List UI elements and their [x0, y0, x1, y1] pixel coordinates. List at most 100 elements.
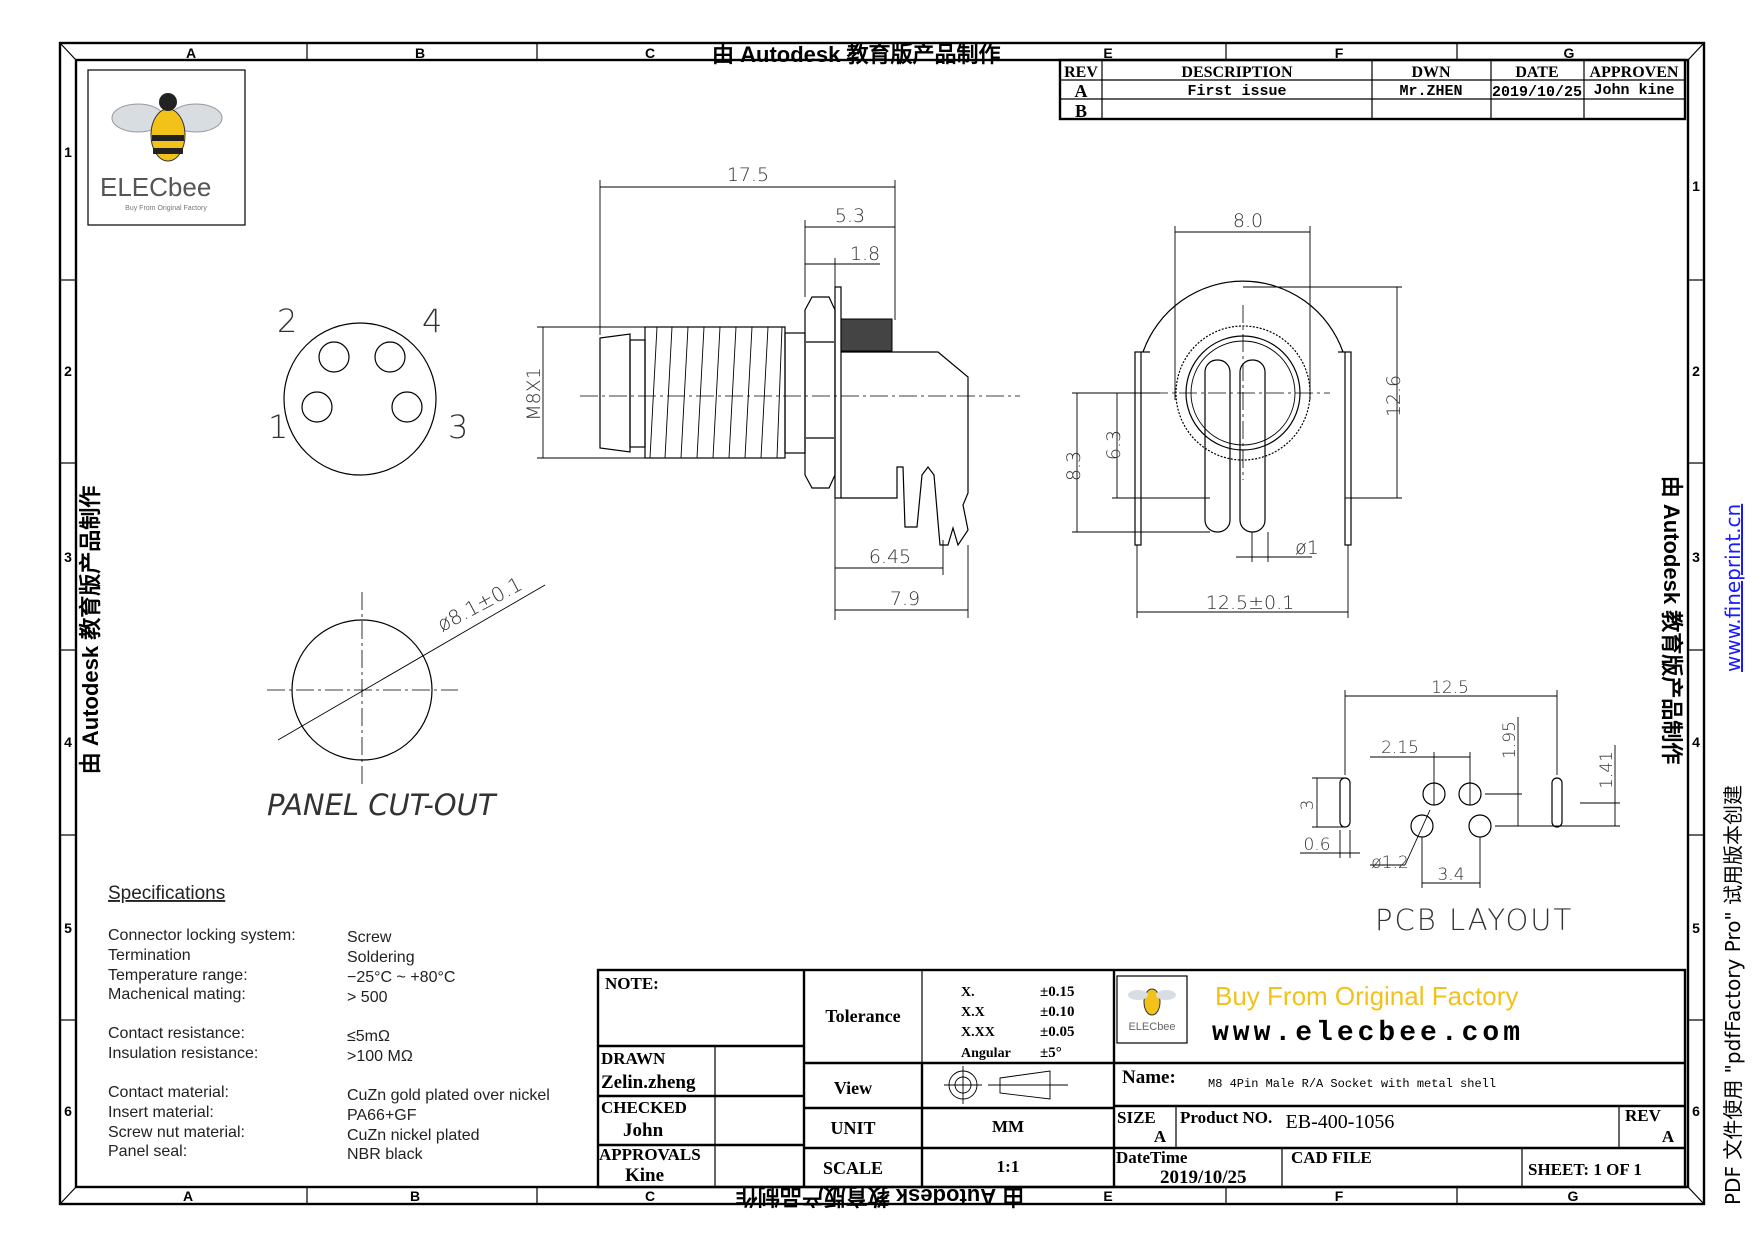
drawing-label: 5.3 — [835, 205, 865, 227]
drawing-label: Contact resistance: — [108, 1025, 245, 1042]
logo-brand: ELECbee — [100, 172, 211, 202]
drawing-label: 2 — [64, 363, 72, 379]
pcb-layout-view: 12.5 2.15 1.95 1.41 3 0.6 ø1.2 3.4 PCB L… — [1298, 678, 1620, 937]
spec-row: Connector locking system: Screw — [108, 927, 392, 946]
panel-cutout-view: ø8.1±0.1 PANEL CUT-OUT — [267, 572, 546, 822]
autodesk-watermark-right: 由 Autodesk 教育版产品制作 — [1659, 476, 1684, 764]
drawing-label: Zelin.zheng — [601, 1072, 696, 1093]
drawing-label: 3 — [448, 408, 468, 446]
drawing-label: Termination — [108, 947, 191, 964]
drawing-label: 4 — [422, 302, 442, 340]
drawing-label: G — [1564, 45, 1575, 61]
drawing-label: 17.5 — [727, 164, 769, 186]
revision-row: B — [1075, 101, 1087, 121]
drawing-label: X.XX — [961, 1025, 995, 1040]
drawing-label: John kine — [1593, 82, 1674, 99]
drawing-label: ±0.05 — [1040, 1024, 1074, 1040]
drawing-label: UNIT — [830, 1118, 875, 1138]
drawing-label: CAD FILE — [1291, 1148, 1372, 1167]
drawing-label: 5 — [1692, 920, 1700, 936]
drawing-label: 3.4 — [1437, 865, 1464, 885]
spec-row: Termination Soldering — [108, 947, 415, 966]
drawing-label: 2.15 — [1381, 738, 1419, 758]
drawing-label: 12.5 — [1431, 678, 1469, 698]
drawing-label: ±0.15 — [1040, 984, 1074, 1000]
drawing-label: SCALE — [823, 1158, 883, 1178]
drawing-label: Machenical mating: — [108, 986, 246, 1003]
drawing-label: A — [186, 45, 196, 61]
drawing-label: DATE — [1515, 64, 1558, 81]
drawing-label: 1 — [64, 144, 72, 160]
drawing-label: X. — [961, 985, 975, 1000]
view-projection-icon — [944, 1066, 1068, 1104]
drawing-label: Connector locking system: — [108, 927, 296, 944]
drawing-label: B — [410, 1188, 420, 1204]
drawing-label: ±5° — [1040, 1045, 1062, 1061]
autodesk-watermark-top: 由 Autodesk 教育版产品制作 — [712, 42, 1000, 67]
front-view: 8.0 12.6 8.3 6.3 ø1 12.5±0.1 — [1063, 210, 1405, 618]
drawing-label: SIZE — [1117, 1108, 1156, 1127]
drawing-label: X.X — [961, 1005, 985, 1020]
drawing-label: A — [183, 1188, 193, 1204]
drawing-label: ELECbee — [1128, 1021, 1175, 1033]
drawing-label: −25°C ~ +80°C — [347, 969, 455, 986]
spec-row: Insert material:PA66+GF — [108, 1104, 417, 1124]
drawing-label: DRAWN — [601, 1049, 666, 1068]
specifications: Specifications Connector locking system:… — [108, 883, 550, 1163]
drawing-label: DESCRIPTION — [1181, 64, 1293, 81]
drawing-label: DateTime — [1116, 1148, 1188, 1167]
product-number: EB-400-1056 — [1286, 1111, 1395, 1133]
drawing-label: Screw nut material: — [108, 1124, 245, 1141]
drawing-label: Insert material: — [108, 1104, 214, 1121]
drawing-label: 1.41 — [1597, 751, 1617, 789]
logo-tagline: Buy From Original Factory — [125, 205, 207, 212]
drawing-label: First issue — [1187, 83, 1286, 100]
drawing-label: NOTE: — [605, 974, 659, 993]
drawing-label: 6.3 — [1103, 430, 1125, 460]
dimensions — [537, 180, 969, 620]
drawing-label: 4 — [64, 734, 72, 750]
drawing-label: Soldering — [347, 949, 415, 966]
drawing-label: Screw — [347, 929, 392, 946]
drawing-label: B — [415, 45, 425, 61]
drawing-label: 8.0 — [1233, 210, 1263, 232]
drawing-label: > 500 — [347, 989, 388, 1006]
product-name: M8 4Pin Male R/A Socket with metal shell — [1208, 1077, 1496, 1091]
spec-row: Machenical mating: > 500 — [108, 986, 388, 1006]
drawing-label: ø1.2 — [1371, 853, 1408, 873]
drawing-label: C — [645, 1188, 655, 1204]
drawing-label: 4 — [1692, 734, 1700, 750]
drawing-label: Tolerance — [825, 1006, 900, 1026]
drawing-label: REV — [1064, 64, 1098, 81]
drawing-label: CHECKED — [601, 1098, 687, 1117]
spec-row: Contact material:CuZn gold plated over n… — [108, 1084, 550, 1104]
drawing-label: REV — [1625, 1106, 1662, 1125]
drawing-label: 6 — [64, 1103, 72, 1119]
drawing-label: DWN — [1411, 64, 1451, 81]
pdffactory-notice: PDF 文件使用 "pdfFactory Pro" 试用版本创建 — [1721, 785, 1745, 1205]
spec-row: Temperature range: −25°C ~ +80°C — [108, 967, 455, 986]
drawing-label: APPROVALS — [599, 1145, 701, 1164]
drawing-label: 12.6 — [1383, 375, 1405, 417]
drawing-label: 1:1 — [997, 1157, 1020, 1176]
drawing-label: 2 — [1692, 363, 1700, 379]
fineprint-link[interactable]: www.fineprint.cn — [1721, 504, 1745, 672]
drawing-label: Temperature range: — [108, 967, 248, 984]
drawing-label: Name: — [1122, 1067, 1176, 1088]
drawing-label: Insulation resistance: — [108, 1045, 258, 1062]
drawing-label: Contact material: — [108, 1084, 229, 1101]
drawing-label: CuZn nickel plated — [347, 1127, 480, 1144]
title-block: NOTE: DRAWN Zelin.zheng CHECKED John APP… — [596, 968, 1687, 1189]
drawing-label: >100 MΩ — [347, 1048, 413, 1065]
drawing-label: 3 — [1692, 549, 1700, 565]
drawing-label: PANEL CUT-OUT — [267, 788, 498, 822]
drawing-label: E — [1103, 1188, 1112, 1204]
drawing-label: A — [1154, 1127, 1167, 1146]
drawing-label: 0.6 — [1303, 835, 1330, 855]
drawing-label: ≤5mΩ — [347, 1028, 390, 1045]
drawing-label: 1 — [268, 408, 288, 446]
drawing-label: 8.3 — [1063, 451, 1085, 481]
small-elecbee-logo: ELECbee — [1116, 975, 1188, 1044]
